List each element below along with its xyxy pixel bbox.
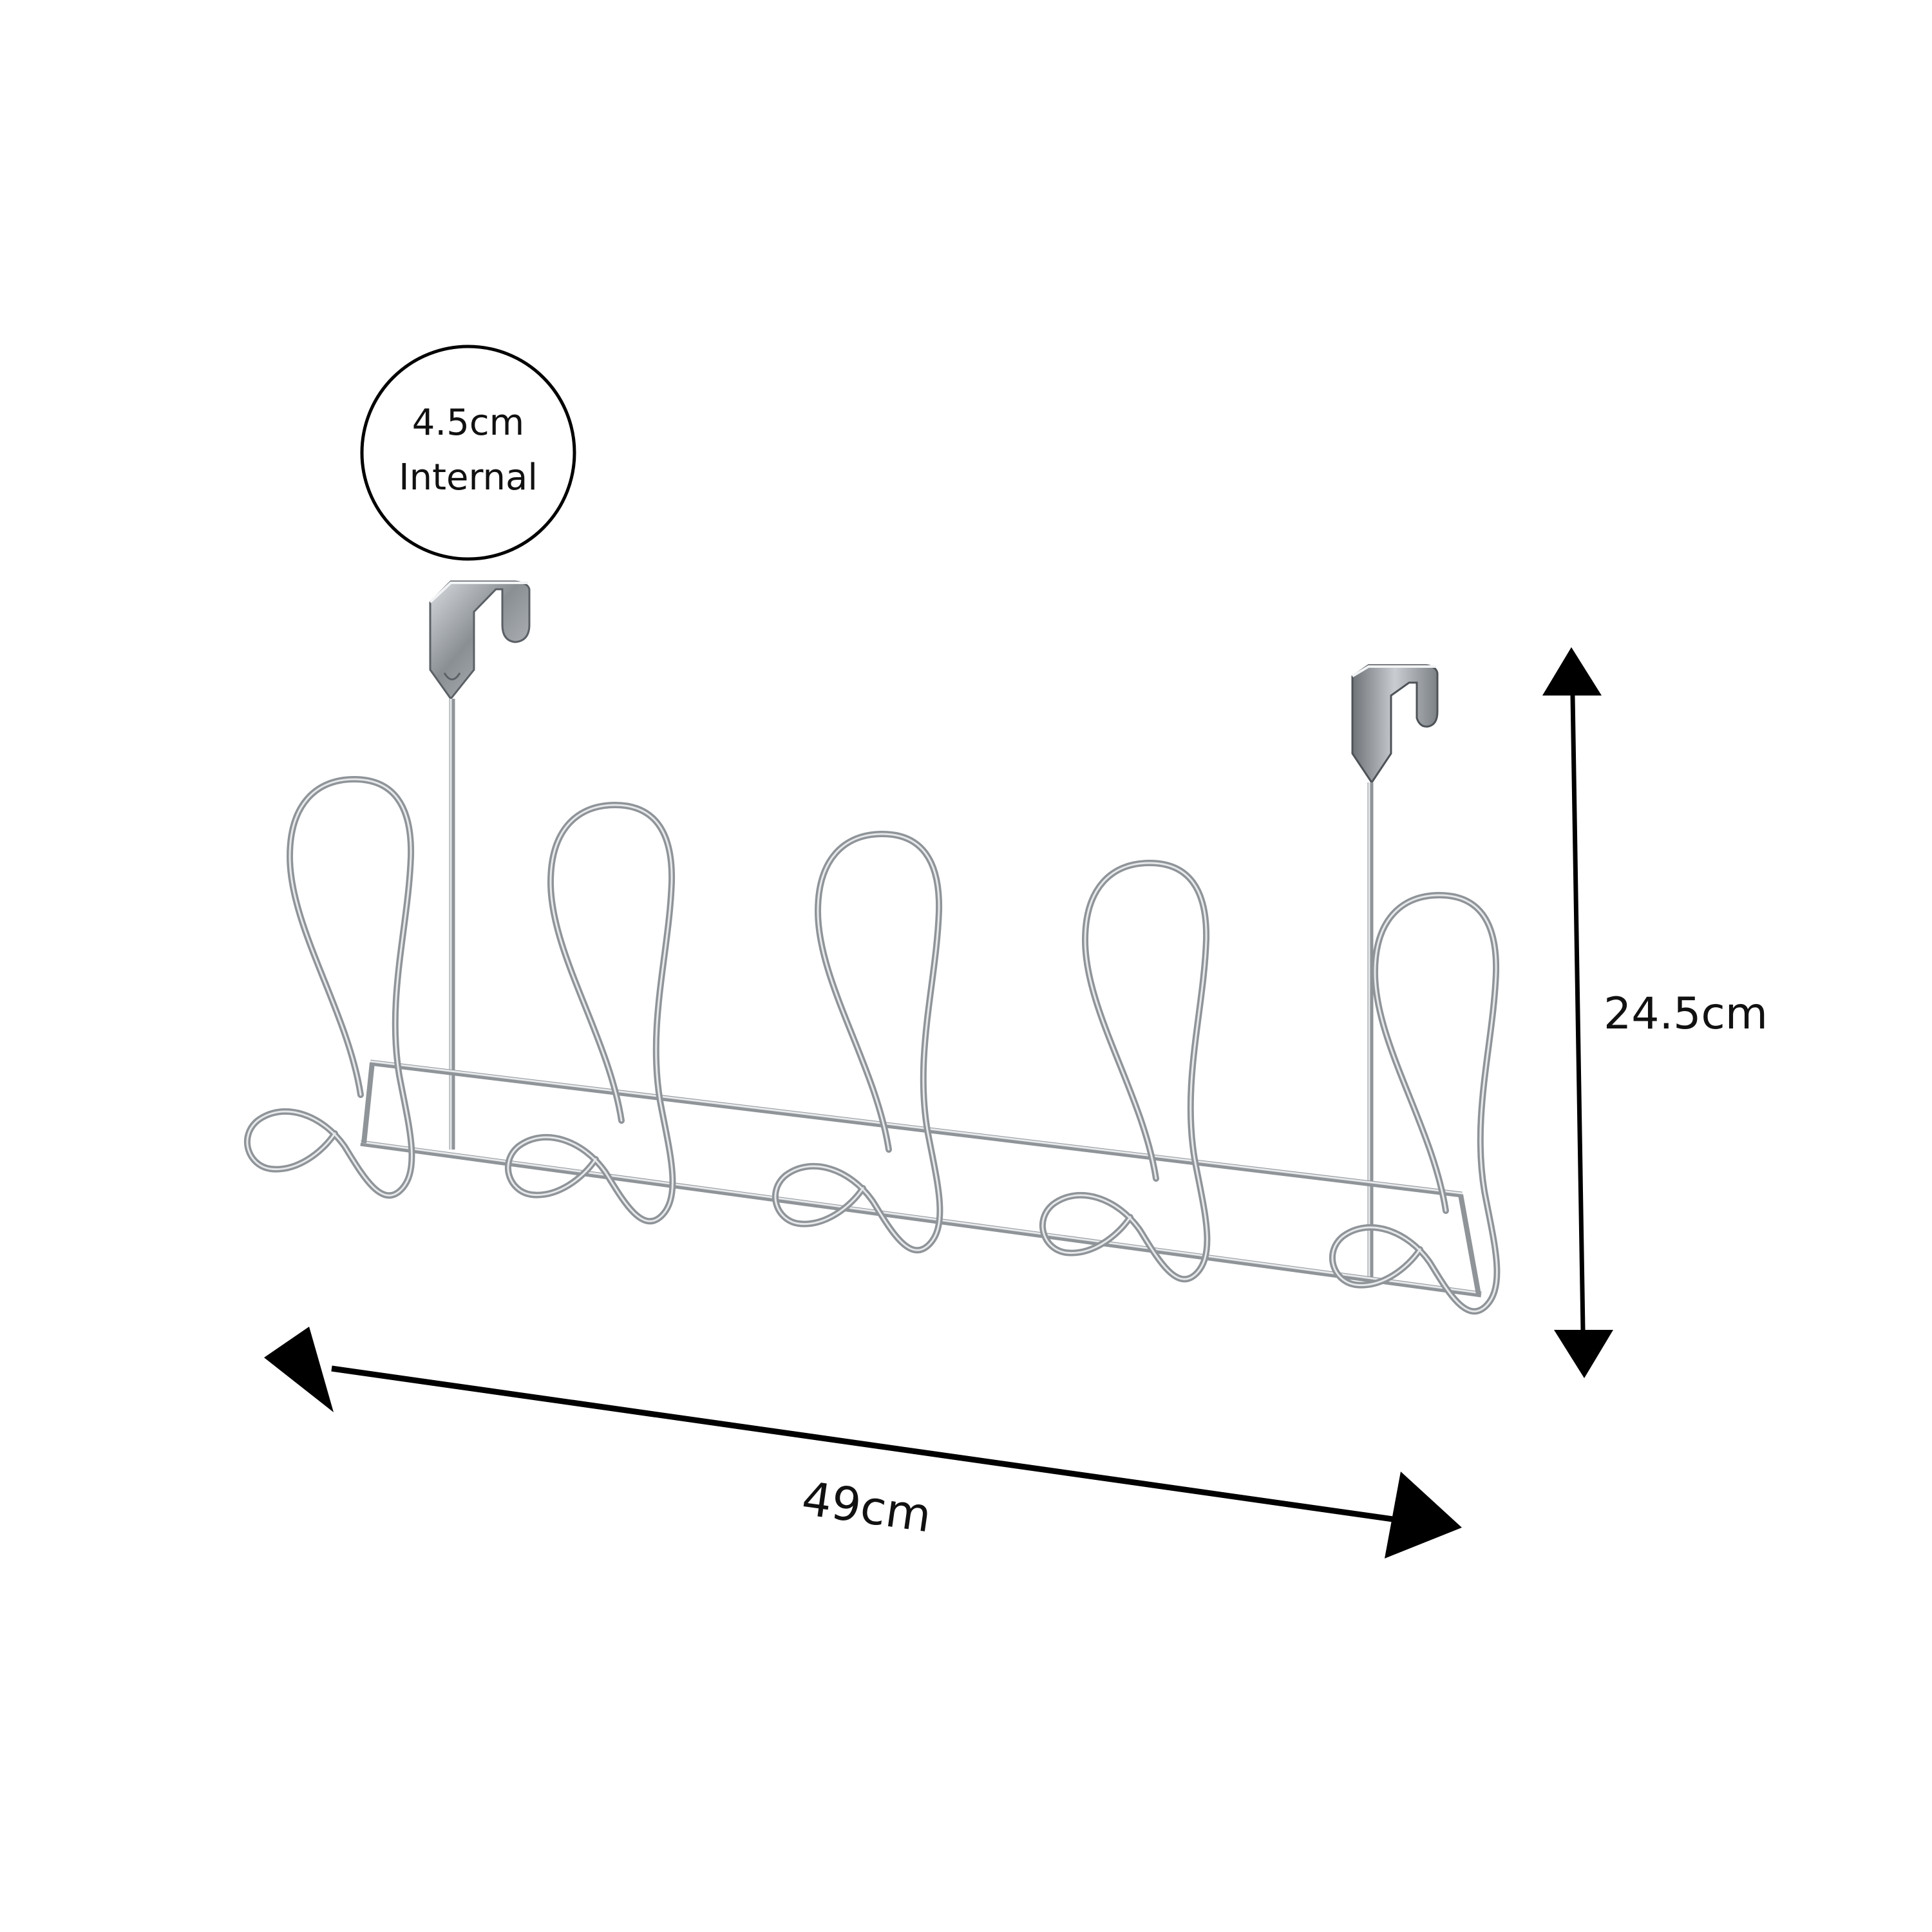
height-label: 24.5cm [1604,989,1768,1039]
bracket-callout: 4.5cm Internal [360,345,576,561]
support-bars [360,1059,1482,1298]
hook-2 [508,805,673,1221]
coat-hook-rack [247,580,1497,1311]
hook-4 [1043,863,1208,1279]
width-label: 49cm [799,1471,934,1542]
hook-3 [775,834,940,1250]
height-arrow-down-head [1554,1330,1613,1378]
callout-circle [360,345,576,561]
width-arrow-left-head [264,1327,334,1412]
height-arrow-up-head [1542,647,1602,696]
height-arrow-shaft [1570,695,1586,1331]
bracket-internal-label: Internal [399,457,538,498]
width-arrow-right-head [1385,1472,1462,1558]
hook-1 [247,779,412,1195]
left-door-bracket [429,580,531,1150]
right-door-bracket [1351,664,1439,1278]
width-arrow-shaft [331,1365,1398,1523]
width-dimension-arrow: 49cm [264,1327,1462,1558]
height-dimension-arrow: 24.5cm [1542,647,1768,1378]
bracket-size-label: 4.5cm [412,402,524,444]
